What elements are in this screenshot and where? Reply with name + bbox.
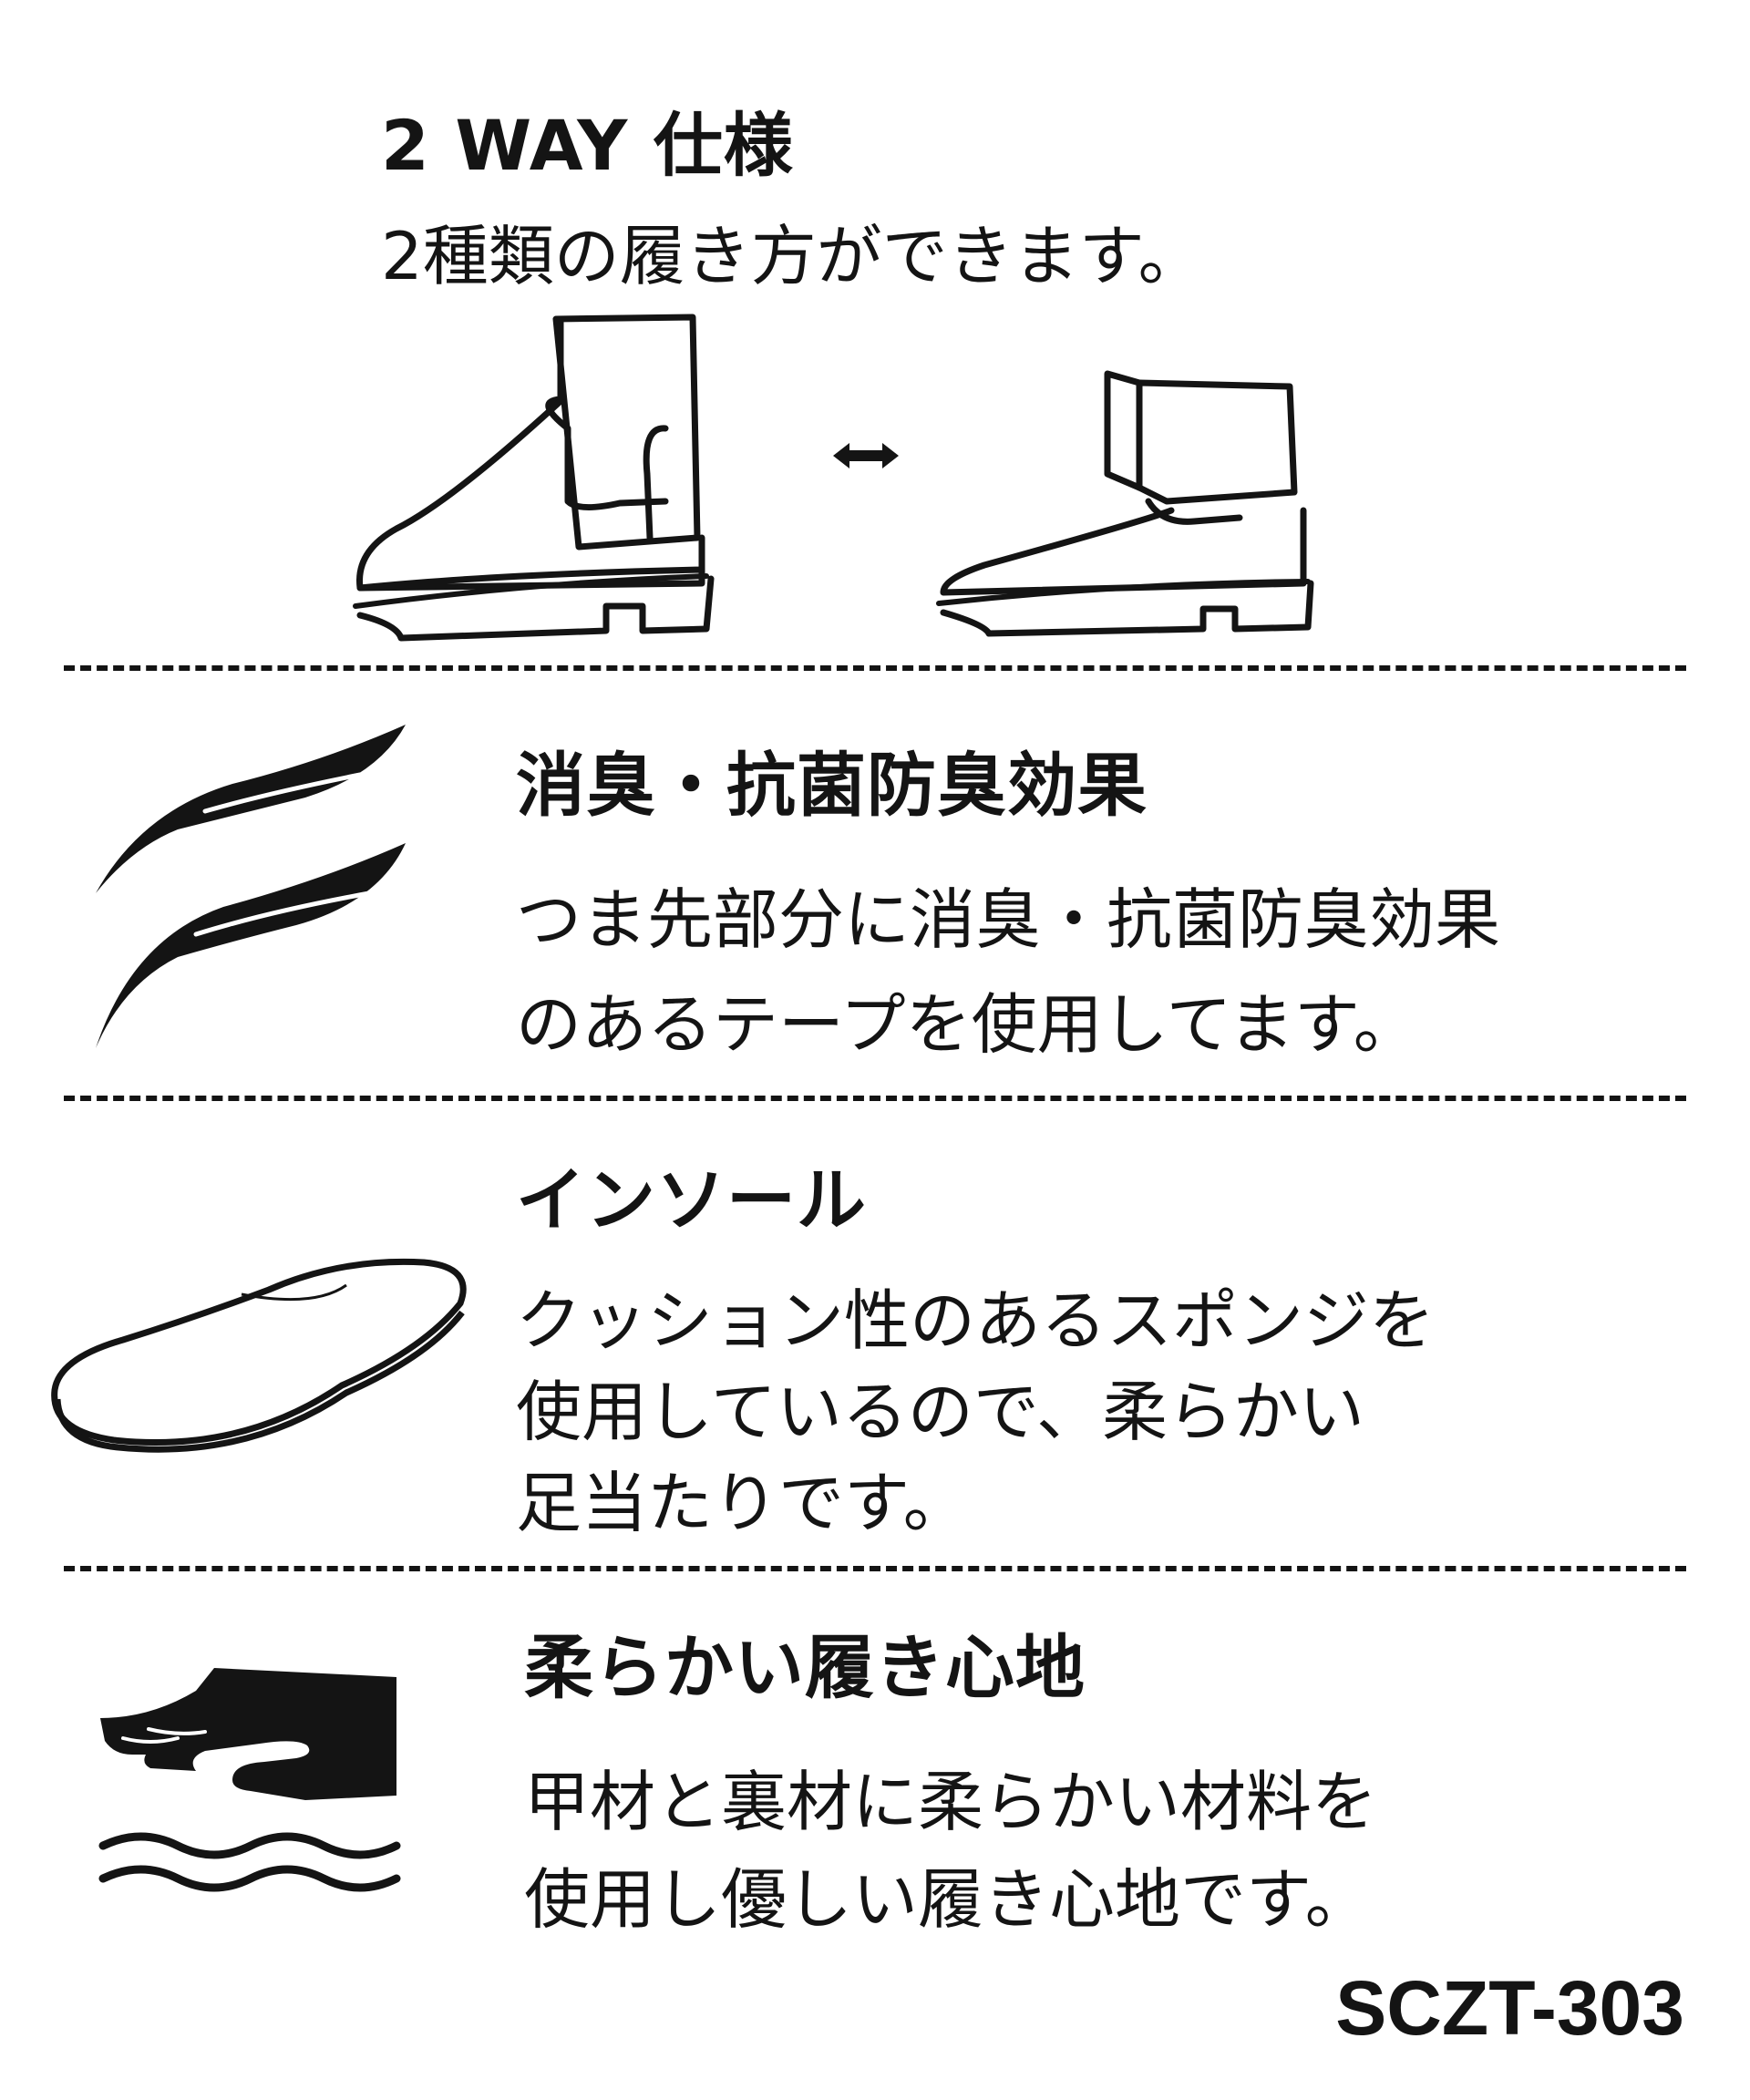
section4-line-2: 使用し優しい履き心地です。: [524, 1861, 1371, 1938]
section3-title: インソール: [516, 1159, 867, 1240]
insole-icon: [51, 1258, 467, 1453]
section2-line-2: のあるテープを使用してます。: [516, 986, 1419, 1063]
section1-title: 2 WAY 仕様: [381, 105, 794, 186]
tall-boot-icon: [353, 314, 715, 642]
section2-line-1: つま先部分に消臭・抗菌防臭効果: [516, 881, 1501, 958]
section4-title: 柔らかい履き心地: [524, 1627, 1086, 1708]
product-code: SCZT-303: [1335, 1965, 1684, 2051]
section4-line-1: 甲材と裏材に柔らかい材料を: [524, 1764, 1378, 1840]
section2-title: 消臭・抗菌防臭効果: [516, 745, 1148, 826]
leaf-icon: [96, 725, 406, 1048]
section3-line-1: クッション性のあるスポンジを: [516, 1282, 1436, 1359]
section3-line-2: 使用しているので、柔らかい: [516, 1374, 1364, 1450]
section-divider: [64, 1096, 1686, 1101]
section3-line-3: 足当たりです。: [516, 1465, 969, 1541]
section-divider: [64, 1566, 1686, 1571]
hand-press-icon: [98, 1668, 401, 1892]
folded-boot-icon: [936, 370, 1314, 637]
section-divider: [64, 665, 1686, 671]
section1-subtitle: 2種類の履き方ができます。: [381, 218, 1204, 294]
swap-arrows-icon: [833, 443, 899, 468]
